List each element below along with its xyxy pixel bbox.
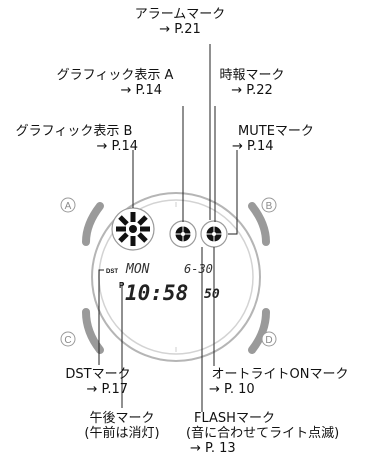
pm-label-note: (午前は消灯)	[84, 426, 160, 441]
button-c-bumper	[82, 308, 104, 354]
dst-label-ref: → P.17	[86, 382, 128, 397]
button-d-bumper	[248, 308, 270, 354]
lcd-date: 6-30	[184, 262, 213, 276]
button-d-letter: D	[265, 335, 272, 346]
alarm-label: アラームマーク → P.21	[120, 7, 240, 37]
alarm-label-ref: → P.21	[159, 22, 201, 37]
graphic-a-label-ref: → P.14	[120, 83, 162, 98]
lcd-time: 10:58	[125, 281, 188, 305]
graphic-b-label: グラフィック表示 B → P.14	[4, 124, 144, 154]
button-a-circle	[60, 197, 76, 213]
graphic-a-label-name: グラフィック表示 A	[56, 68, 174, 83]
graphic-a-label: グラフィック表示 A → P.14	[50, 68, 180, 98]
graphic-b-label-ref: → P.14	[96, 139, 138, 154]
button-b-letter: B	[266, 201, 273, 212]
mute-label: MUTEマーク → P.14	[226, 124, 326, 154]
hourly-label-ref: → P.22	[231, 83, 273, 98]
hourly-label-name: 時報マーク	[219, 68, 285, 83]
flash-label-note: (音に合わせてライト点滅)	[186, 426, 340, 441]
graphic-a-dial	[169, 220, 197, 248]
mute-label-ref: → P.14	[232, 139, 274, 154]
autolight-label-ref: → P. 10	[209, 382, 255, 397]
alarm-label-name: アラームマーク	[134, 7, 226, 22]
button-c-letter: C	[64, 335, 71, 346]
autolight-label-name: オートライトONマーク	[211, 367, 349, 382]
button-b-bumper	[248, 202, 270, 246]
dst-indicator: DST	[106, 269, 118, 275]
button-d-circle	[261, 331, 277, 347]
pm-label-name: 午後マーク	[89, 411, 155, 426]
graphic-c-dial	[200, 220, 228, 248]
button-c-circle	[60, 331, 76, 347]
graphic-b-label-name: グラフィック表示 B	[15, 124, 133, 139]
lcd-seconds: 50	[204, 287, 220, 302]
pm-label: 午後マーク (午前は消灯)	[62, 411, 182, 441]
flash-label: FLASHマーク (音に合わせてライト点滅) → P. 13	[186, 411, 366, 456]
button-a-letter: A	[65, 201, 72, 212]
lcd-day: MON	[125, 262, 150, 277]
button-a-bumper	[82, 202, 104, 246]
button-b-circle	[261, 197, 277, 213]
graphic-b-dial	[111, 207, 155, 251]
flash-label-ref: → P. 13	[190, 441, 236, 456]
hourly-label: 時報マーク → P.22	[212, 68, 292, 98]
dst-label: DSTマーク → P.17	[60, 367, 136, 397]
flash-label-name: FLASHマーク	[194, 411, 275, 426]
leader-lines	[98, 44, 238, 412]
mute-label-name: MUTEマーク	[238, 124, 314, 139]
dst-label-name: DSTマーク	[65, 367, 131, 382]
autolight-label: オートライトONマーク → P. 10	[205, 367, 355, 397]
